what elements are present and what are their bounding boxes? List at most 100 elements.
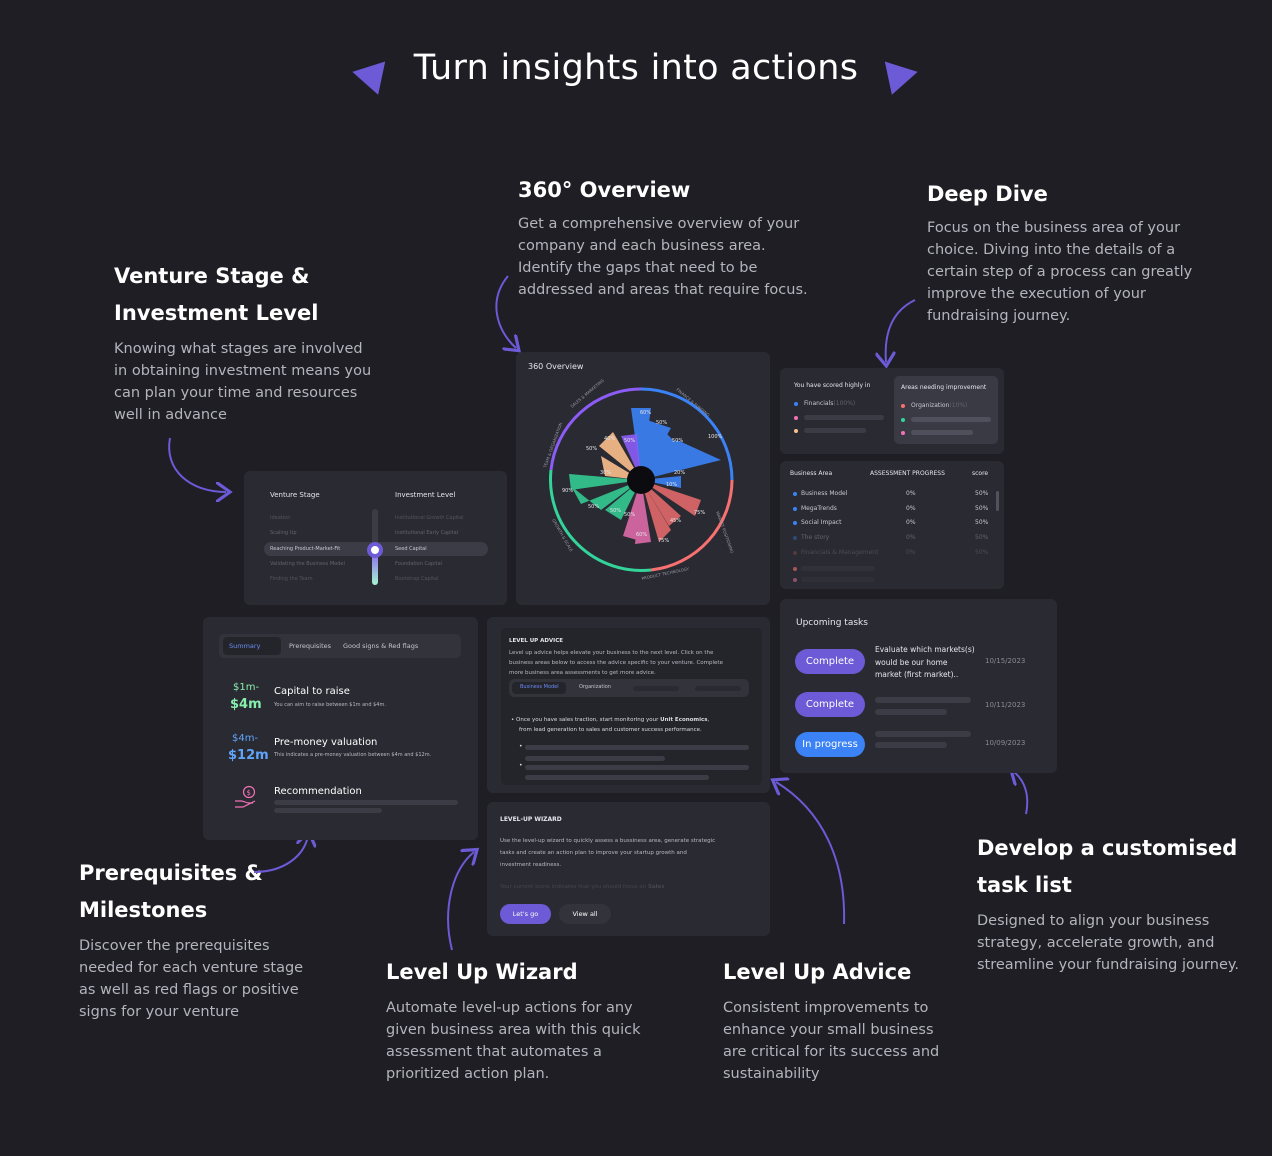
deepdive-panel: You have scored highly in Financials(100… [780,368,1004,454]
slider-handle[interactable] [367,542,383,558]
val-12: 50% [610,508,621,514]
tab-business-model[interactable]: Business Model [520,684,559,690]
arrow-advice-icon [776,782,846,925]
stage-item[interactable]: Ideation [270,515,291,521]
feature-wizard: Level Up Wizard Automate level-up action… [386,954,641,1085]
table-row[interactable]: The story 0% 50% [780,533,1004,547]
feature-wizard-desc: Automate level-up actions for any given … [386,1000,641,1082]
level-item[interactable]: Institutional Early Capital [395,530,459,536]
arrow-tasks-icon [1014,772,1029,815]
feature-venture-title-1: Venture Stage & [114,264,310,288]
val-3: 50% [656,420,667,426]
wedges-green [569,474,641,520]
feature-tasks-desc: Designed to align your business strategy… [977,913,1239,973]
level-item[interactable]: Bootstrap Capital [395,576,439,582]
feature-venture-desc: Knowing what stages are involved in obta… [114,341,372,423]
capital-desc: You can aim to raise between $1m and $4m… [274,702,386,708]
overview-panel-title: 360 Overview [528,362,584,371]
scored-high-title: You have scored highly in [794,382,871,389]
stage-item[interactable]: Scaling Up [270,530,297,536]
ring-label-6: SALES & MARKETING [569,378,604,409]
investment-level-title: Investment Level [395,491,456,499]
val-2: 60% [640,410,651,416]
task-date: 10/09/2023 [985,739,1026,747]
table-row[interactable]: Social Impact 0% 50% [780,518,1004,532]
feature-wizard-title: Level Up Wizard [386,960,578,984]
task-status-in-progress[interactable]: In progress [795,732,865,757]
advice-tabs: Business Model Organization [509,679,749,697]
task-date: 10/11/2023 [985,701,1026,709]
feature-prereq-title-2: Milestones [79,898,208,922]
feature-deepdive-title: Deep Dive [927,182,1048,206]
val-17: 40% [604,436,615,442]
feature-overview: 360° Overview Get a comprehensive overvi… [518,172,808,301]
val-18: 50% [624,438,635,444]
advice-desc: Level up advice helps elevate your busin… [509,650,723,676]
capital-min: $1m- [233,682,260,693]
val-7: 75% [694,510,705,516]
table-row[interactable]: Business Model 0% 50% [780,489,1004,503]
arrow-wizard-icon [447,852,474,951]
ring-label-1: FINANCE & FUNDING [675,387,710,418]
feature-tasks: Develop a customised task list Designed … [977,830,1239,976]
feature-prereq: Prerequisites & Milestones Discover the … [79,855,303,1023]
assessment-scrollbar[interactable] [996,491,999,511]
stage-item[interactable]: Validating the Business Model [270,561,345,567]
view-all-button[interactable]: View all [559,904,611,924]
tab-good-signs[interactable]: Good signs & Red flags [343,642,419,650]
level-item[interactable]: Foundation Capital [395,561,443,567]
val-13: 50% [588,504,599,510]
tab-organization[interactable]: Organization [579,684,611,690]
lets-go-button[interactable]: Let's go [500,904,551,924]
premoney-desc: This indicates a pre-money valuation bet… [274,752,432,758]
tab-prerequisites[interactable]: Prerequisites [289,642,332,650]
capital-max: $4m [230,697,262,712]
assessment-header-score: score [972,470,989,477]
feature-prereq-desc: Discover the prerequisites needed for ea… [79,938,304,1020]
venture-panel: Venture Stage Investment Level Ideation … [244,471,507,605]
stage-item-selected[interactable]: Reaching Product-Market-Fit [270,546,341,552]
needs-improvement-card: Areas needing improvement Organization(1… [894,376,998,444]
wizard-faded-text: Your current score indicates that you sh… [500,884,665,890]
val-14: 90% [562,488,573,494]
money-hand-icon: $ [235,785,256,808]
svg-text:$: $ [247,789,251,797]
tasks-title: Upcoming tasks [796,618,868,628]
task-status-complete[interactable]: Complete [795,692,865,717]
level-item-selected[interactable]: Seed Capital [395,546,427,552]
dot-blue [794,402,798,406]
needs-title: Areas needing improvement [901,384,987,391]
wedges-peach [599,432,641,480]
val-15: 30% [600,470,611,476]
feature-overview-desc: Get a comprehensive overview of your com… [518,216,808,298]
level-item[interactable]: Institutional Growth Capital [395,515,464,521]
summary-tabs: Summary Prerequisites Good signs & Red f… [219,634,461,658]
feature-venture-title-2: Investment Level [114,301,319,325]
val-11: 50% [624,512,635,518]
arrow-deepdive-icon [886,299,916,362]
table-row[interactable]: Financials & Management 0% 50% [780,548,1004,562]
ring-red [650,479,734,572]
capital-title: Capital to raise [274,686,350,697]
feature-deepdive-desc: Focus on the business area of your choic… [927,220,1193,324]
task-status-complete[interactable]: Complete [795,649,865,674]
feature-advice-title: Level Up Advice [723,960,912,984]
feature-deepdive: Deep Dive Focus on the business area of … [927,176,1192,327]
table-row[interactable]: MegaTrends 0% 50% [780,504,1004,518]
feature-advice-desc: Consistent improvements to enhance your … [723,1000,940,1082]
arrow-prereq-icon [253,836,308,873]
recommendation-title: Recommendation [274,786,362,797]
stage-item[interactable]: Finding the Team [270,576,313,582]
tab-summary[interactable]: Summary [229,642,261,650]
advice-title: LEVEL UP ADVICE [509,638,564,644]
dot-peach [794,429,798,433]
val-4: 100% [708,434,723,440]
feature-prereq-title-1: Prerequisites & [79,861,263,885]
wizard-title: LEVEL-UP WIZARD [500,816,562,823]
val-6: 10% [666,482,677,488]
val-16: 50% [586,446,597,452]
feature-overview-title: 360° Overview [518,178,691,202]
val-9: 75% [658,538,669,544]
hero-title: Turn insights into actions [413,48,859,88]
